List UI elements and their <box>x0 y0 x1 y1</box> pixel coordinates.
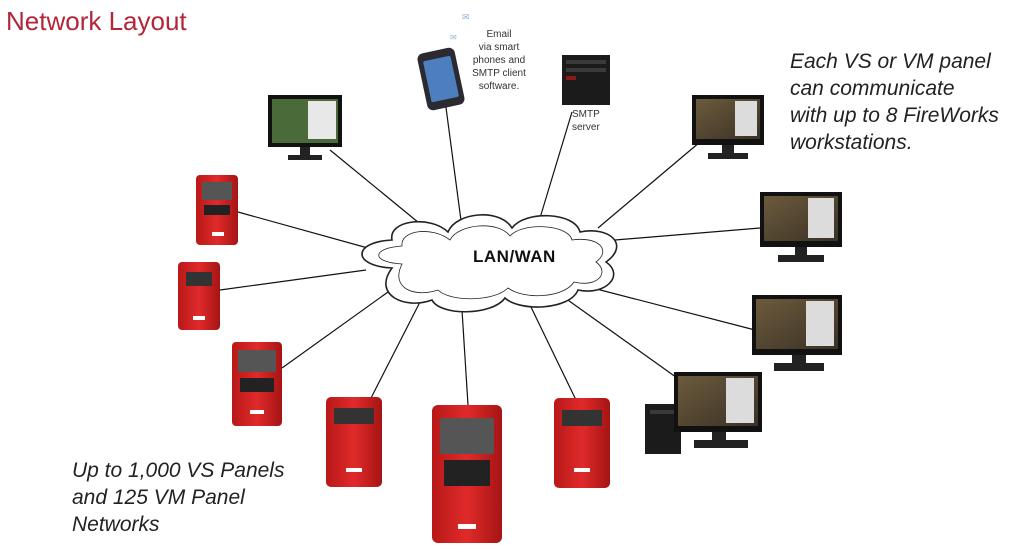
email-label-line: software. <box>478 81 520 92</box>
caption-line: Networks <box>72 513 160 536</box>
fire-panel-4 <box>326 397 382 487</box>
smtp-label: SMTP server <box>572 108 632 134</box>
email-label-line: Email <box>486 29 512 40</box>
panels-caption: Up to 1,000 VS Panels and 125 VM Panel N… <box>72 457 284 538</box>
email-label-line: via smart <box>478 42 520 53</box>
caption-line: Up to 1,000 VS Panels <box>72 459 285 482</box>
email-label: Email via smart phones and SMTP client s… <box>458 28 540 93</box>
workstation-monitor-topleft <box>268 95 342 160</box>
workstation-monitor-r2 <box>760 192 842 262</box>
workstation-monitor-r1 <box>692 95 764 159</box>
email-label-line: phones and <box>472 55 526 66</box>
fire-panel-5 <box>432 405 502 543</box>
caption-line: can communicate <box>790 77 955 100</box>
smtp-label-line: SMTP <box>572 109 600 120</box>
fire-panel-2 <box>178 262 220 330</box>
fire-panel-6 <box>554 398 610 488</box>
lan-wan-cloud <box>361 214 618 313</box>
caption-line: and 125 VM Panel <box>72 486 245 509</box>
page-title: Network Layout <box>6 6 187 36</box>
smtp-server-icon <box>562 55 610 105</box>
caption-line: workstations. <box>790 131 913 154</box>
workstation-caption: Each VS or VM panel can communicate with… <box>790 48 999 156</box>
caption-line: with up to 8 FireWorks <box>790 104 999 127</box>
connection-lines <box>219 99 761 406</box>
fire-panel-1 <box>196 175 238 245</box>
workstation-monitor-r3 <box>752 295 842 371</box>
fire-panel-3 <box>232 342 282 426</box>
caption-line: Each VS or VM panel <box>790 50 991 73</box>
smartphone-icon: ✉ ✉ <box>417 12 470 111</box>
svg-text:✉: ✉ <box>462 12 470 22</box>
workstation-monitor-r4 <box>645 372 762 454</box>
svg-text:✉: ✉ <box>450 33 457 42</box>
lan-wan-label: LAN/WAN <box>473 247 556 266</box>
email-label-line: SMTP client <box>472 68 526 79</box>
smtp-label-line: server <box>572 122 600 133</box>
